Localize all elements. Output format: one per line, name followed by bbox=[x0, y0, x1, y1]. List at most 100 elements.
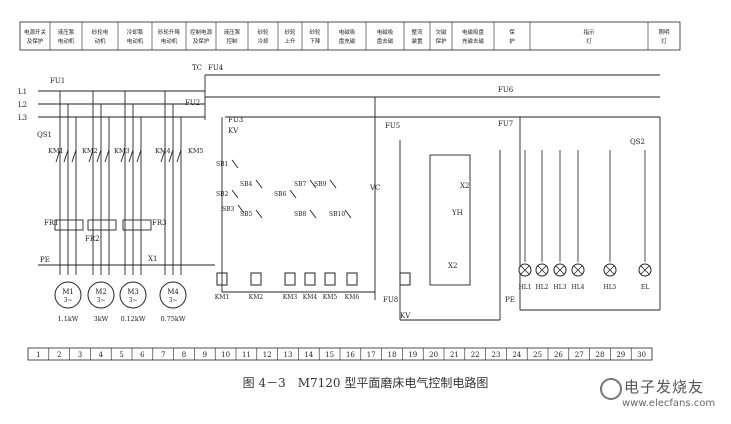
column-number: 19 bbox=[408, 351, 417, 359]
column-number: 20 bbox=[429, 351, 438, 359]
pushbutton bbox=[344, 209, 352, 219]
contactor-contact bbox=[88, 149, 94, 163]
label-fr2: FR2 bbox=[85, 235, 100, 243]
contactor-contact bbox=[136, 149, 142, 163]
column-number: 13 bbox=[284, 351, 293, 359]
column-number: 30 bbox=[637, 351, 646, 359]
figure-caption: 图 4－3 M7120 型平面磨床电气控制电路图 bbox=[242, 376, 489, 390]
motor-name: M4 bbox=[167, 288, 179, 296]
label-kv-top: KV bbox=[228, 127, 239, 135]
header-cell: 电磁吸盘 bbox=[462, 28, 485, 36]
header-cell-cont: 装置 bbox=[411, 37, 423, 45]
column-number: 25 bbox=[533, 351, 542, 359]
watermark-url: www.elecfans.com bbox=[622, 398, 716, 409]
column-number: 15 bbox=[325, 351, 334, 359]
pushbutton bbox=[231, 159, 239, 169]
label-fr3: FR3 bbox=[152, 219, 167, 227]
motor-m4 bbox=[159, 281, 187, 309]
pushbutton bbox=[255, 209, 263, 219]
header-cell: 欠磁 bbox=[435, 28, 447, 36]
pushbutton-label: SB1 bbox=[216, 161, 228, 168]
header-cell: 照明 bbox=[658, 29, 670, 36]
line-l3: L3 bbox=[18, 114, 27, 122]
contactor-contact bbox=[168, 149, 174, 163]
motor-power: 0.12kW bbox=[120, 315, 145, 323]
motor-symbol: 3~ bbox=[129, 297, 138, 304]
pushbutton bbox=[329, 179, 337, 189]
line-l2: L2 bbox=[18, 101, 27, 109]
contactor-contact bbox=[120, 149, 126, 163]
contactor-contact bbox=[96, 149, 102, 163]
header-cell-cont: 及保护 bbox=[27, 37, 44, 45]
header-cell-cont: 护 bbox=[509, 37, 515, 45]
pushbutton bbox=[255, 179, 263, 189]
lamp-cross bbox=[573, 265, 583, 275]
header-cell-cont: 盘充磁 bbox=[339, 37, 356, 45]
header-cell-cont: 电动机 bbox=[127, 37, 144, 45]
header-cell: 电磁吸 bbox=[339, 28, 356, 36]
header-cell-cont: 电动机 bbox=[161, 37, 178, 45]
label-fu8: FU8 bbox=[383, 296, 398, 304]
header-cell: 保 bbox=[509, 28, 515, 36]
header-cell: 电源开关 bbox=[24, 28, 47, 36]
header-cell-cont: 灯 bbox=[661, 37, 667, 45]
lamp-cross bbox=[555, 265, 565, 275]
column-number: 26 bbox=[554, 351, 563, 359]
header-cell: 整流 bbox=[411, 28, 423, 36]
column-number: 1 bbox=[36, 351, 40, 359]
motor-power: 0.75kW bbox=[160, 315, 185, 323]
label-pe-2: PE bbox=[505, 296, 515, 304]
label-x1: X1 bbox=[148, 255, 157, 263]
column-number: 6 bbox=[140, 351, 145, 359]
watermark-logo-icon bbox=[600, 378, 622, 400]
column-number: 2 bbox=[57, 351, 61, 359]
label-fu5: FU5 bbox=[385, 122, 400, 130]
coil-label: KM5 bbox=[323, 294, 338, 301]
header-cell-cont: 及保护 bbox=[193, 37, 210, 45]
label-qs1: QS1 bbox=[37, 131, 52, 139]
header-cell: 液压泵 bbox=[224, 28, 241, 36]
label-fu6: FU6 bbox=[498, 86, 514, 94]
lamp-cross bbox=[537, 265, 547, 275]
label-vc: VC bbox=[369, 184, 380, 192]
fr-relay-1 bbox=[54, 219, 84, 231]
column-number: 16 bbox=[346, 351, 355, 359]
pushbutton bbox=[231, 189, 239, 199]
fr-relay-3 bbox=[122, 219, 152, 231]
column-number: 7 bbox=[161, 351, 165, 359]
label-x3: X2 bbox=[448, 262, 457, 270]
column-number: 10 bbox=[221, 351, 230, 359]
column-number: 18 bbox=[388, 351, 397, 359]
coil-km1 bbox=[216, 272, 228, 286]
pushbutton-label: SB10 bbox=[329, 211, 345, 218]
column-number: 24 bbox=[512, 351, 521, 359]
header-cell-cont: 上升 bbox=[284, 37, 296, 45]
label-kv-bottom: KV bbox=[400, 312, 411, 320]
column-number: 8 bbox=[182, 351, 186, 359]
column-number: 14 bbox=[304, 351, 313, 359]
pushbutton-label: SB7 bbox=[294, 181, 307, 188]
label-pe: PE bbox=[40, 256, 50, 264]
header-cell: 砂轮升降 bbox=[158, 28, 181, 36]
coil-label: KM1 bbox=[215, 294, 229, 301]
watermark-name: 电子发烧友 bbox=[624, 378, 705, 396]
coil-kv bbox=[399, 272, 411, 286]
pushbutton bbox=[289, 189, 297, 199]
line-l1: L1 bbox=[18, 88, 27, 96]
contactor-label: KM5 bbox=[188, 147, 204, 155]
coil-label: KM6 bbox=[345, 294, 360, 301]
motor-symbol: 3~ bbox=[97, 297, 106, 304]
column-number: 3 bbox=[78, 351, 82, 359]
header-cell: 砂轮 bbox=[284, 28, 296, 36]
label-fu2: FU2 bbox=[185, 99, 200, 107]
coil-km3 bbox=[284, 272, 296, 286]
column-number: 5 bbox=[119, 351, 123, 359]
coil-km4 bbox=[304, 272, 316, 286]
pushbutton-label: SB4 bbox=[240, 181, 253, 188]
column-number: 17 bbox=[367, 351, 376, 359]
motor-name: M1 bbox=[62, 288, 74, 296]
contactor-label: KM1 bbox=[48, 147, 64, 155]
